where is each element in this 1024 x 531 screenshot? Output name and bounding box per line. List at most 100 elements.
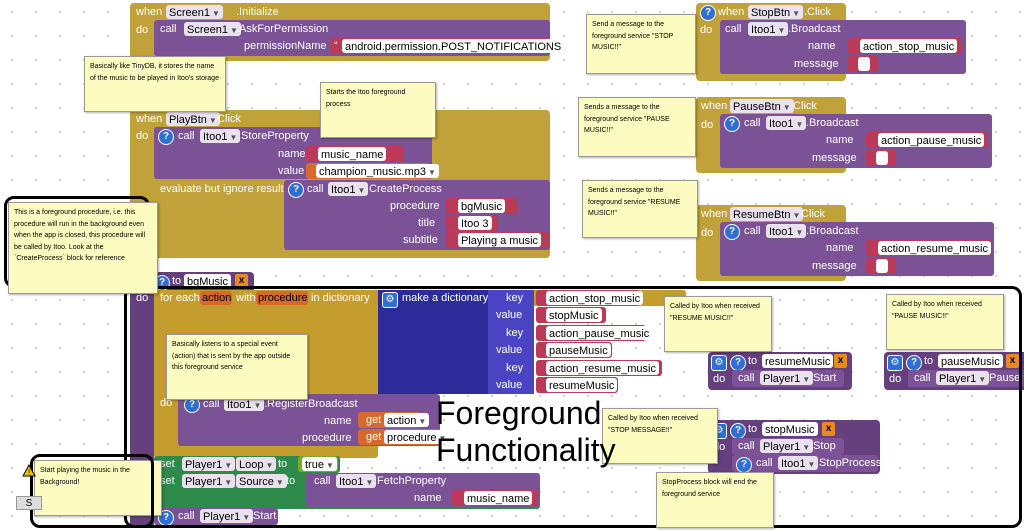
quote-close: ”: [543, 40, 547, 52]
start-method: .Start: [810, 372, 837, 384]
when-label: when: [718, 6, 745, 18]
do-label: do: [700, 24, 713, 36]
itoo1-dropdown[interactable]: Itoo1▼: [766, 224, 807, 238]
pair-key-value[interactable]: action_pause_music: [546, 326, 653, 340]
comment-store-property[interactable]: Basically like TinyDB, it stores the nam…: [84, 56, 226, 112]
store-name-value[interactable]: music_name: [318, 147, 387, 161]
music-file-value[interactable]: champion_music.mp3▼: [316, 164, 439, 178]
pair-key-value[interactable]: action_resume_music: [546, 361, 659, 375]
player1-dropdown[interactable]: Player1▼: [200, 509, 254, 523]
comment-start-music[interactable]: Start playing the music in the Backgroun…: [34, 460, 162, 516]
itoo1-dropdown[interactable]: Itoo1▼: [748, 22, 789, 36]
player1-dropdown[interactable]: Player1▼: [760, 439, 814, 453]
itoo1-dropdown[interactable]: Itoo1▼: [328, 182, 369, 196]
action-var[interactable]: [200, 291, 232, 305]
gear-icon[interactable]: ⚙: [711, 355, 727, 371]
permission-name-label: permissionName: [244, 40, 327, 52]
comment-pause-broadcast[interactable]: Sends a message to the foreground servic…: [578, 97, 696, 157]
player1-dropdown[interactable]: Player1▼: [182, 474, 236, 488]
pair-value-value[interactable]: pauseMusic: [546, 343, 611, 357]
comment-resume-broadcast[interactable]: Sends a message to the foreground servic…: [582, 180, 698, 238]
empty-text-slot[interactable]: [876, 151, 888, 165]
stop-process-method: .StopProcess: [816, 457, 882, 469]
playbtn-dropdown[interactable]: PlayBtn▼: [166, 112, 220, 126]
help-icon[interactable]: ?: [158, 129, 174, 145]
comment-stop-broadcast[interactable]: Send a message to the foreground service…: [586, 14, 696, 74]
comment-foreground-procedure[interactable]: This is a foreground procedure, i.e. thi…: [8, 202, 158, 294]
itoo1-dropdown[interactable]: Itoo1▼: [200, 129, 241, 143]
title-value[interactable]: Itoo 3: [458, 216, 492, 230]
true-dropdown[interactable]: true▼: [302, 457, 337, 471]
to-label: to: [748, 423, 758, 435]
pause-proc-name[interactable]: pauseMusic: [938, 354, 1003, 368]
help-icon[interactable]: ?: [724, 116, 740, 132]
with-label: with: [236, 292, 256, 304]
screen1-component-dropdown[interactable]: Screen1▼: [184, 22, 241, 36]
comment-stop-received[interactable]: Called by Itoo when received "STOP MESSA…: [602, 408, 718, 464]
itoo1-dropdown[interactable]: Itoo1▼: [336, 474, 377, 488]
click-event: .Click: [790, 100, 817, 112]
itoo1-dropdown[interactable]: Itoo1▼: [766, 116, 807, 130]
param-x[interactable]: x: [834, 354, 847, 368]
comment-stop-process[interactable]: StopProcess block will end the foregroun…: [656, 472, 774, 528]
dot-label: .: [230, 458, 234, 470]
empty-text-slot[interactable]: [876, 259, 888, 273]
corner-widget[interactable]: S: [16, 496, 42, 510]
stopbtn-dropdown[interactable]: StopBtn▼: [748, 5, 804, 19]
resumebtn-dropdown[interactable]: ResumeBtn▼: [730, 207, 804, 221]
pair-value-value[interactable]: resumeMusic: [546, 378, 618, 392]
comment-pause-received[interactable]: Called by Itoo when received "PAUSE MUSI…: [886, 294, 1004, 350]
itoo1-dropdown[interactable]: Itoo1▼: [778, 456, 819, 470]
player1-dropdown[interactable]: Player1▼: [936, 371, 990, 385]
comment-register-broadcast[interactable]: Basically listens to a special event (ac…: [166, 334, 308, 400]
itoo1-dropdown[interactable]: Itoo1▼: [224, 397, 265, 411]
subtitle-value[interactable]: Playing a music: [458, 233, 542, 247]
highlight-outline: [124, 286, 1022, 528]
comment-resume-received[interactable]: Called by Itoo when received "RESUME MUS…: [664, 296, 772, 352]
name-label: name: [278, 148, 306, 160]
stop-proc-name[interactable]: stopMusic: [762, 422, 818, 436]
pause-name-value[interactable]: action_pause_music: [878, 133, 985, 147]
key-label: key: [506, 362, 524, 374]
gear-icon[interactable]: ⚙: [887, 355, 903, 371]
gear-icon[interactable]: ⚙: [382, 292, 398, 308]
bgmusic-name[interactable]: bgMusic: [184, 274, 231, 288]
param-x[interactable]: x: [822, 422, 835, 436]
get-action-dropdown[interactable]: action▼: [384, 413, 430, 427]
help-icon[interactable]: ?: [724, 224, 740, 240]
loop-prop-dropdown[interactable]: Loop▼: [236, 457, 277, 471]
do-label: do: [889, 373, 902, 385]
for-each-label: for each: [160, 292, 200, 304]
comment-create-process[interactable]: Starts the Itoo foreground process: [320, 82, 436, 138]
resume-name-value[interactable]: action_resume_music: [878, 241, 991, 255]
pair-key-value[interactable]: action_stop_music: [546, 291, 644, 305]
procedure-var[interactable]: [256, 291, 308, 305]
create-process-method: .CreateProcess: [366, 183, 442, 195]
pausebtn-dropdown[interactable]: PauseBtn▼: [730, 99, 794, 113]
pair-value-value[interactable]: stopMusic: [546, 308, 602, 322]
overlay-title-line1: Foreground: [436, 395, 602, 431]
screen1-dropdown[interactable]: Screen1▼: [166, 5, 223, 19]
click-event: .Click: [804, 6, 831, 18]
warning-icon[interactable]: !: [22, 464, 36, 477]
param-x[interactable]: x: [235, 274, 248, 288]
make-dictionary-label: make a dictionary: [402, 292, 489, 304]
param-x[interactable]: x: [1006, 354, 1019, 368]
resume-proc-name[interactable]: resumeMusic: [762, 354, 834, 368]
name-label: name: [324, 415, 352, 427]
fetch-name-value[interactable]: music_name: [464, 491, 533, 505]
stop-name-value[interactable]: action_stop_music: [860, 39, 958, 53]
source-prop-dropdown[interactable]: Source▼: [236, 474, 287, 488]
call-label: call: [914, 372, 931, 384]
empty-text-slot[interactable]: [858, 57, 870, 71]
procedure-value[interactable]: bgMusic: [458, 199, 505, 213]
permission-value[interactable]: android.permission.POST_NOTIFICATIONS: [342, 39, 565, 53]
help-icon[interactable]: ?: [730, 355, 746, 371]
call-label: call: [160, 23, 177, 35]
get-procedure-dropdown[interactable]: procedure▼: [384, 430, 450, 444]
player1-dropdown[interactable]: Player1▼: [760, 371, 814, 385]
help-icon[interactable]: ?: [288, 182, 304, 198]
help-icon[interactable]: ?: [700, 5, 716, 21]
quote-open: “: [334, 40, 338, 52]
player1-dropdown[interactable]: Player1▼: [182, 457, 236, 471]
